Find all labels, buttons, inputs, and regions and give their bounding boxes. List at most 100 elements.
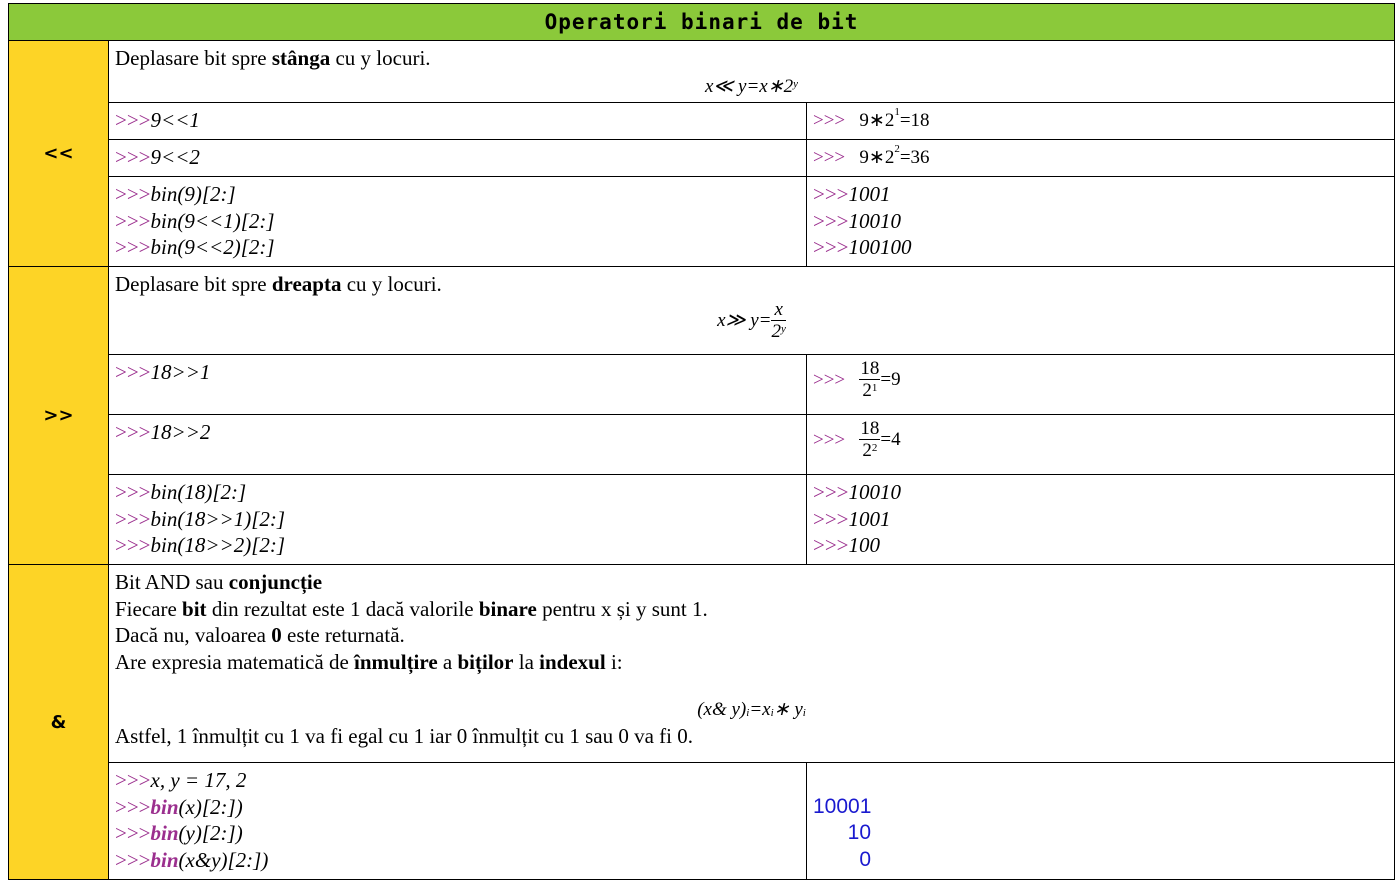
result-text: 0 <box>859 847 871 871</box>
prompt: >>> <box>813 110 846 131</box>
text: Fiecare <box>115 596 183 621</box>
text: din rezultat este 1 dacă valorile <box>206 596 479 621</box>
code-text: bin(18>>2)[2:] <box>150 533 286 557</box>
prompt: >>> <box>115 145 151 169</box>
result-line: >>>1001 <box>813 506 1388 533</box>
code-line: >>>bin(x)[2:]) <box>115 794 800 821</box>
prompt: >>> <box>115 235 151 259</box>
and-formula: (x& y)i=xi∗ yi <box>697 699 806 720</box>
shift-right-example-2-code: 18>>2 <box>150 420 211 444</box>
result-line: >>>100 <box>813 532 1388 559</box>
text: Dacă nu, valoarea <box>115 623 272 647</box>
code-text: bin(9<<2)[2:] <box>150 235 275 259</box>
text: i: <box>605 649 623 674</box>
code-text: (x&y)[2:]) <box>178 847 269 872</box>
result-line: >>>10010 <box>813 479 1388 506</box>
prompt: >>> <box>813 235 849 259</box>
prompt: >>> <box>115 821 151 845</box>
and-desc-line-3: Dacă nu, valoarea 0 este returnată. <box>115 622 1388 649</box>
shift-left-formula: x≪ y=x∗2y <box>704 75 799 97</box>
result-text: 10010 <box>848 208 902 233</box>
text-bold: conjuncție <box>228 570 323 594</box>
shift-left-bin-results: >>>1001 >>>10010 >>>100100 <box>805 176 1396 267</box>
code-text: bin(18)[2:] <box>150 480 247 504</box>
shift-left-example-2-code: 9<<2 <box>150 145 200 169</box>
shift-left-result-1: >>> 9∗21=18 <box>805 102 1396 140</box>
shift-right-symbol: >> <box>8 266 109 565</box>
code-line: >>>bin(18)[2:] <box>115 479 800 506</box>
bitwise-operators-table: Operatori binari de bit << Deplasare bit… <box>7 3 1396 880</box>
shift-right-desc-bold: dreapta <box>271 272 342 296</box>
prompt: >>> <box>813 506 849 531</box>
text-bold: binare <box>478 596 537 621</box>
shift-left-example-1-code: 9<<1 <box>150 108 200 132</box>
shift-left-example-1: >>>9<<1 <box>108 102 807 140</box>
text-bold: bit <box>182 596 207 621</box>
and-symbol: & <box>8 564 109 880</box>
code-line: >>>bin(9<<2)[2:] <box>115 234 800 261</box>
prompt: >>> <box>115 182 151 206</box>
and-desc-line-1: Bit AND sau conjuncție <box>115 569 1388 596</box>
prompt: >>> <box>115 533 151 557</box>
result-text: 100100 <box>848 235 912 259</box>
and-desc-line-2: Fiecare bit din rezultat este 1 dacă val… <box>115 596 1388 623</box>
result-line: >>>10010 <box>813 208 1388 235</box>
code-text: x, y = 17, 2 <box>150 768 247 792</box>
text: la <box>513 649 540 674</box>
shift-right-example-2: >>>18>>2 <box>108 414 807 475</box>
prompt: >>> <box>115 360 151 384</box>
shift-left-desc-pre: Deplasare bit spre <box>115 46 272 70</box>
code-line: >>>x, y = 17, 2 <box>115 767 800 794</box>
shift-right-example-1-code: 18>>1 <box>150 360 211 384</box>
prompt: >>> <box>115 847 151 872</box>
prompt: >>> <box>115 108 151 132</box>
shift-right-bin-results: >>>10010 >>>1001 >>>100 <box>805 474 1396 565</box>
result-text: 1001 <box>848 182 891 206</box>
shift-left-bin-code: >>>bin(9)[2:] >>>bin(9<<1)[2:] >>>bin(9<… <box>108 176 807 267</box>
text-bold: 0 <box>271 623 282 647</box>
prompt: >>> <box>813 533 849 557</box>
result-text: 10 <box>847 821 871 844</box>
code-line: >>>bin(y)[2:]) <box>115 820 800 847</box>
result-line: >>>1001 <box>813 181 1388 208</box>
shift-left-desc-post: cu y locuri. <box>330 46 431 70</box>
shift-left-desc-bold: stânga <box>271 46 331 70</box>
shift-right-desc-post: cu y locuri. <box>341 272 442 296</box>
code-line: >>>bin(18>>1)[2:] <box>115 506 800 533</box>
prompt: >>> <box>115 208 151 233</box>
and-desc-line-4: Are expresia matematică de înmulțire a b… <box>115 649 1388 676</box>
and-code: >>>x, y = 17, 2 >>>bin(x)[2:]) >>>bin(y)… <box>108 762 807 880</box>
bin-keyword: bin <box>150 821 179 845</box>
result-text: 10001 <box>813 794 872 818</box>
prompt: >>> <box>813 147 846 168</box>
shift-right-description: Deplasare bit spre dreapta cu y locuri. … <box>107 266 1396 355</box>
code-text: bin(18>>1)[2:] <box>150 506 286 531</box>
shift-right-desc-pre: Deplasare bit spre <box>115 272 272 296</box>
bin-keyword: bin <box>150 847 179 872</box>
prompt: >>> <box>813 480 849 504</box>
code-text: (x)[2:]) <box>178 794 243 819</box>
result-text: 1001 <box>848 506 891 531</box>
shift-left-result-2: >>> 9∗22=36 <box>805 139 1396 177</box>
shift-right-bin-code: >>>bin(18)[2:] >>>bin(18>>1)[2:] >>>bin(… <box>108 474 807 565</box>
and-description: Bit AND sau conjuncție Fiecare bit din r… <box>107 564 1396 763</box>
prompt: >>> <box>813 369 846 391</box>
code-line: >>>bin(x&y)[2:]) <box>115 847 800 874</box>
result-text: 100 <box>848 533 881 557</box>
prompt: >>> <box>813 208 849 233</box>
prompt: >>> <box>813 429 846 451</box>
bin-keyword: bin <box>150 794 179 819</box>
code-text: bin(9<<1)[2:] <box>150 208 275 233</box>
code-text: (y)[2:]) <box>178 821 243 845</box>
shift-left-description: Deplasare bit spre stânga cu y locuri. x… <box>107 40 1396 103</box>
code-text: bin(9)[2:] <box>150 182 236 206</box>
and-results: 10001 10 0 <box>805 762 1396 880</box>
prompt: >>> <box>813 182 849 206</box>
code-line: >>>bin(9)[2:] <box>115 181 800 208</box>
result-text: 10010 <box>848 480 902 504</box>
prompt: >>> <box>115 480 151 504</box>
code-line: >>>bin(9<<1)[2:] <box>115 208 800 235</box>
